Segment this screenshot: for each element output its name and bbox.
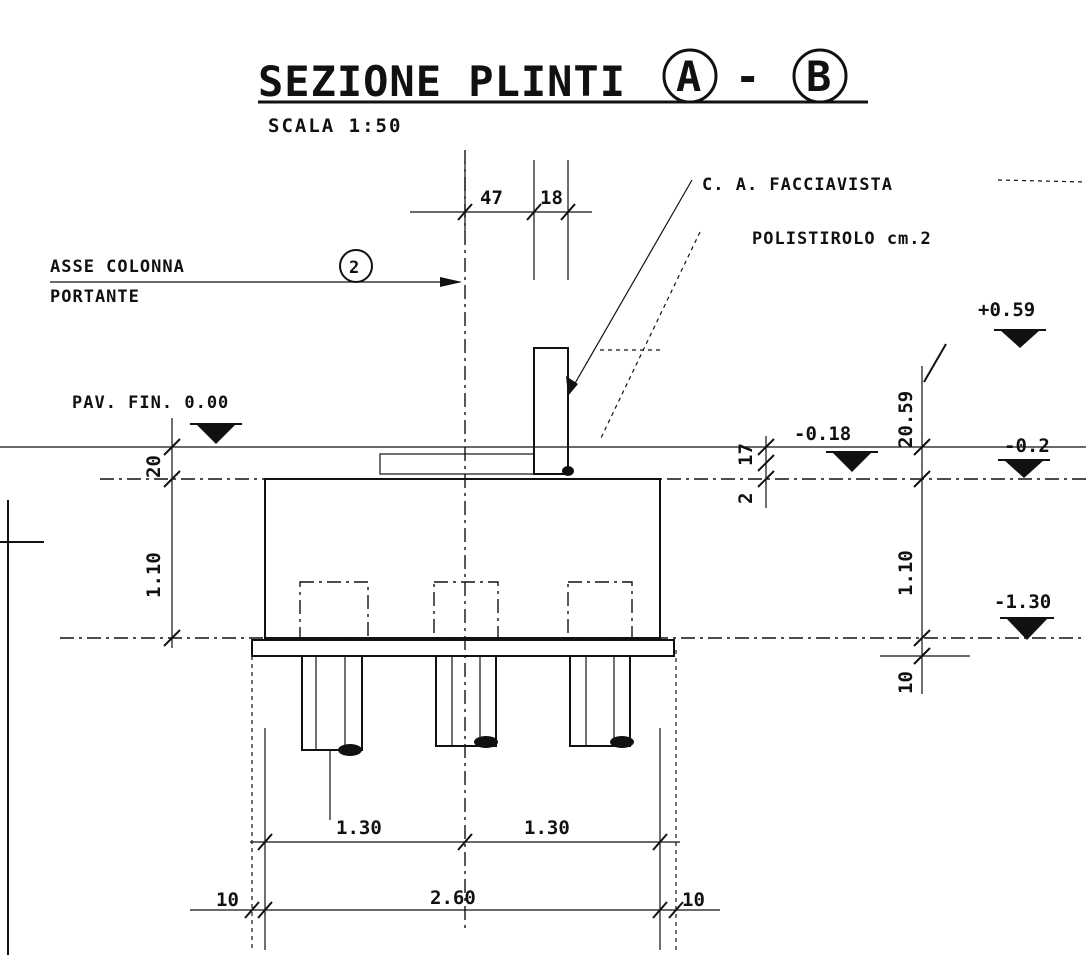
dim-17: 17 — [735, 443, 757, 466]
tick-b — [526, 203, 542, 221]
scale-text: SCALA 1:50 — [268, 115, 402, 137]
title-dash: - — [735, 52, 761, 101]
far-right-dimensions: 20.59 1.10 10 +0.59 -0.2 -1.30 — [880, 299, 1054, 694]
circle-a-letter: A — [676, 52, 702, 101]
dim-2: 2 — [735, 493, 757, 504]
dim-47: 47 — [480, 187, 503, 209]
level-minus-02: -0.2 — [1004, 435, 1050, 457]
circle-b-letter: B — [806, 52, 832, 101]
pile-head-3 — [567, 581, 633, 639]
dim-110-left: 1.10 — [143, 552, 165, 598]
title-text: SEZIONE PLINTI — [258, 57, 626, 106]
pile-3-toe — [610, 736, 634, 748]
pile-head-1 — [299, 581, 369, 639]
tick-c — [560, 203, 576, 221]
pile-1 — [301, 655, 363, 751]
joint-mark — [562, 466, 574, 476]
pile-3 — [569, 655, 631, 747]
level-059-marker — [1000, 330, 1040, 348]
annotation-labels: C. A. FACCIAVISTA POLISTIROLO cm.2 ASSE … — [50, 175, 1086, 441]
level-minus-018: -0.18 — [794, 423, 851, 445]
dim-10-right: 10 — [895, 671, 917, 694]
tick-fr3 — [913, 629, 931, 647]
label-pav-fin: PAV. FIN. 0.00 — [72, 393, 229, 413]
tick-r3 — [757, 470, 775, 488]
circle-colonna-number: 2 — [349, 258, 360, 278]
level-130-marker — [1006, 618, 1048, 640]
piles — [301, 655, 634, 756]
tick-a — [457, 203, 473, 221]
left-dimensions: 20 1.10 — [143, 418, 242, 648]
dim-10-a: 10 — [216, 889, 239, 911]
pile-1-toe — [338, 744, 362, 756]
tick-c3 — [652, 901, 668, 919]
level-02-marker — [1004, 460, 1044, 478]
plinth — [251, 478, 675, 657]
tick-left-2 — [163, 470, 181, 488]
dim-260: 2.60 — [430, 887, 476, 909]
tick-fr2 — [913, 470, 931, 488]
tick-r1 — [757, 438, 775, 456]
tick-b3 — [652, 833, 668, 851]
dim-18: 18 — [540, 187, 563, 209]
leader-ca — [569, 179, 693, 393]
level-018-marker — [832, 452, 872, 472]
lean-concrete-layer — [251, 639, 675, 657]
pile-2-toe — [474, 736, 498, 748]
tick-c4 — [668, 901, 684, 919]
label-asse-colonna: ASSE COLONNA — [50, 257, 185, 277]
plinth-body — [264, 478, 661, 639]
circle-a — [662, 48, 718, 104]
slope-mark — [923, 343, 947, 383]
tick-b2 — [457, 833, 473, 851]
right-wall-dimensions: 17 2 -0.18 — [735, 423, 878, 508]
wall-section — [533, 347, 569, 475]
tick-b1 — [257, 833, 273, 851]
dim-20-left: 20 — [143, 455, 165, 478]
pile-2 — [435, 655, 497, 747]
dim-10-b: 10 — [682, 889, 705, 911]
tick-fr1 — [913, 438, 931, 456]
dim-110-right: 1.10 — [895, 550, 917, 596]
top-dimensions: 47 18 — [410, 160, 592, 280]
bottom-dimensions: 1.30 1.30 10 2.60 10 — [190, 650, 720, 950]
label-portante: PORTANTE — [50, 287, 140, 307]
label-polistirolo: POLISTIROLO cm.2 — [752, 229, 932, 249]
title-block: SEZIONE PLINTI A - B SCALA 1:50 — [258, 48, 868, 137]
tick-left-3 — [163, 629, 181, 647]
dim-2059: 20.59 — [895, 391, 917, 448]
leader-polistirolo — [599, 231, 701, 441]
dim-130-b: 1.30 — [524, 817, 570, 839]
tick-r2 — [757, 454, 775, 472]
level-plus-059: +0.59 — [978, 299, 1035, 321]
pile-head-2 — [433, 581, 499, 639]
floor-slab-section — [379, 453, 535, 475]
dim-130-a: 1.30 — [336, 817, 382, 839]
tick-c1 — [244, 901, 260, 919]
label-ca-facciavista: C. A. FACCIAVISTA — [702, 175, 893, 195]
wall — [533, 347, 569, 475]
level-minus-130: -1.30 — [994, 591, 1051, 613]
floor-slab — [379, 453, 574, 476]
leader-ca-tail — [997, 179, 1086, 183]
asse-leader-arrow — [440, 277, 462, 287]
tick-left-1 — [163, 438, 181, 456]
circle-b — [792, 48, 848, 104]
tick-c2 — [257, 901, 273, 919]
level-pav-marker — [196, 424, 236, 444]
